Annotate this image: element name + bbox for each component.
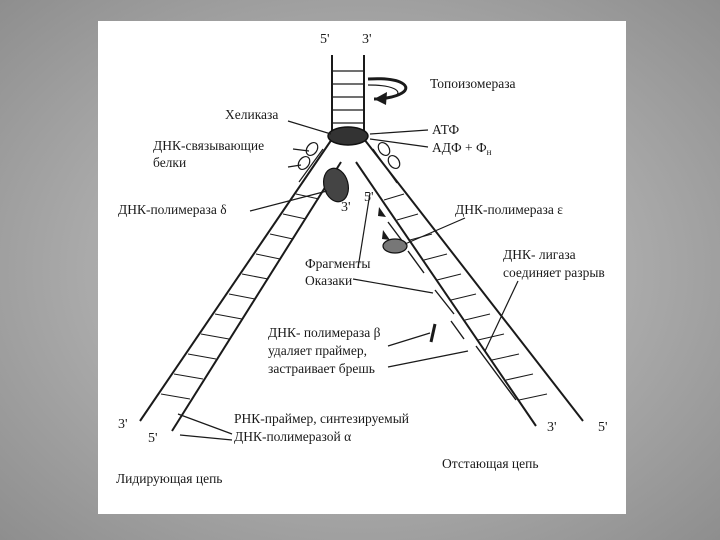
primer-label-line2: ДНК-полимеразой α [234, 429, 351, 444]
inner-3-end: 3' [341, 200, 351, 215]
adp-label: АДФ + Фн [432, 140, 492, 157]
pol-delta-label: ДНК-полимераза δ [118, 202, 227, 217]
lagging-arm [355, 138, 584, 427]
top-right-3-end: 3' [362, 32, 372, 47]
primer-label-line1: РНК-праймер, синтезируемый [234, 411, 409, 426]
helicase-label: Хеликаза [225, 107, 278, 122]
ssb-label-line2: белки [153, 155, 186, 170]
top-left-5-end: 5' [320, 32, 330, 47]
leading-arm [139, 138, 342, 432]
pol-beta-label-line1: ДНК- полимераза β [268, 325, 381, 340]
leading-strand-label: Лидирующая цепь [116, 471, 222, 486]
leader-lines [177, 120, 519, 441]
ssb-proteins-icon [297, 141, 401, 171]
okazaki-label-line1: Фрагменты [305, 256, 371, 271]
pol-beta-label-line2: удаляет праймер, [268, 343, 367, 358]
adp-subscript: н [487, 147, 492, 157]
pol-delta-icon [323, 167, 349, 203]
atp-label: АТФ [432, 122, 460, 137]
left-5-end: 5' [148, 431, 158, 446]
right-5-end: 5' [598, 420, 608, 435]
topoisomerase-label: Топоизомераза [430, 76, 516, 91]
right-3-end: 3' [547, 420, 557, 435]
ssb-label-line1: ДНК-связывающие [153, 138, 264, 153]
direction-arrowheads [378, 207, 390, 240]
lagging-strand-label: Отстающая цепь [442, 456, 539, 471]
pol-beta-label-line3: застраивает брешь [268, 361, 375, 376]
parental-duplex [331, 55, 365, 131]
diagram-panel: 5' 3' 3' 5' 3' 5' 3' 5' Топоизомераза Хе… [98, 21, 626, 514]
helicase-icon [327, 126, 369, 146]
replication-fork-diagram: 5' 3' 3' 5' 3' 5' 3' 5' Топоизомераза Хе… [116, 32, 608, 486]
topoisomerase-arrow-icon [367, 77, 408, 105]
pol-epsilon-icon [382, 238, 408, 254]
left-3-end: 3' [118, 417, 128, 432]
ligase-label-line2: соединяет разрыв [503, 265, 605, 280]
okazaki-label-line2: Оказаки [305, 273, 352, 288]
ligase-label-line1: ДНК- лигаза [503, 247, 576, 262]
inner-5-end: 5' [364, 190, 374, 205]
pol-epsilon-label: ДНК-полимераза ε [455, 202, 563, 217]
